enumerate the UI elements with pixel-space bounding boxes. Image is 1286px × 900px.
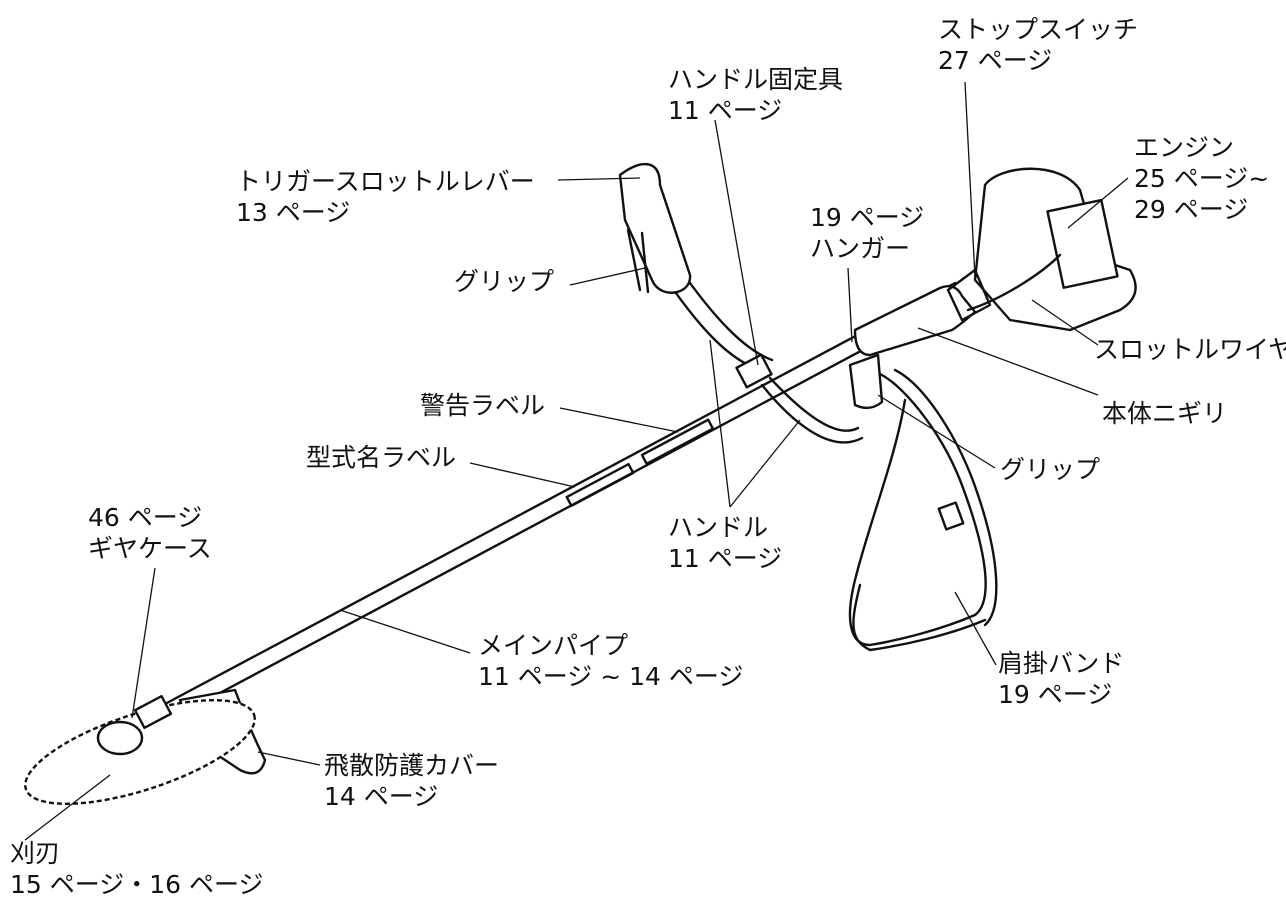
- stop-switch-page: 27 ページ: [938, 46, 1053, 75]
- trigger-lever-label: トリガースロットルレバー 13 ページ: [236, 166, 535, 228]
- handle-shape: [658, 260, 864, 444]
- blade-label: 刈刃 15 ページ・16 ページ: [10, 838, 264, 900]
- grip-left-name: グリップ: [454, 267, 555, 296]
- grip-right-label: グリップ: [1000, 454, 1100, 485]
- right-grip-shape: [848, 353, 884, 410]
- handle-fixture-label: ハンドル固定具 11 ページ: [668, 64, 843, 126]
- debris-guard-name: 飛散防護カバー: [324, 751, 500, 780]
- main-pipe-shape: [148, 281, 977, 728]
- handle-name: ハンドル: [668, 513, 769, 542]
- hanger-name: ハンガー: [810, 234, 911, 263]
- throttle-wire-label: スロットルワイヤ: [1094, 334, 1286, 365]
- trigger-lever-name: トリガースロットルレバー: [236, 167, 535, 196]
- shoulder-band-page: 19 ページ: [998, 680, 1113, 709]
- trigger-lever-shape: [618, 162, 692, 294]
- warning-label-name: 警告ラベル: [420, 391, 546, 420]
- shoulder-band-shape: [848, 368, 998, 652]
- warning-label-label: 警告ラベル: [420, 390, 545, 421]
- engine-name: エンジン: [1134, 133, 1235, 162]
- blade-name: 刈刃: [10, 839, 61, 868]
- handle-label: ハンドル 11 ページ: [668, 512, 782, 574]
- grip-left-label: グリップ: [454, 266, 554, 297]
- engine-shape: [946, 167, 1137, 332]
- leader-lines: [24, 81, 1129, 841]
- trigger-lever-page: 13 ページ: [236, 198, 351, 227]
- gear-case-page: 46 ページ: [88, 503, 203, 532]
- main-pipe-page: 11 ページ ~ 14 ページ: [478, 662, 744, 691]
- model-label-name: 型式名ラベル: [306, 443, 457, 472]
- throttle-wire-name: スロットルワイヤ: [1094, 335, 1286, 364]
- handle-page: 11 ページ: [668, 544, 783, 573]
- gear-case-name: ギヤケース: [88, 534, 212, 563]
- stop-switch-name: ストップスイッチ: [938, 15, 1139, 44]
- debris-guard-page: 14 ページ: [324, 782, 439, 811]
- model-label-label: 型式名ラベル: [306, 442, 456, 473]
- engine-page-to: 29 ページ: [1134, 195, 1249, 224]
- shoulder-band-name: 肩掛バンド: [998, 649, 1125, 678]
- gear-case-label: 46 ページ ギヤケース: [88, 502, 212, 564]
- blade-page: 15 ページ・16 ページ: [10, 870, 264, 899]
- main-grip-label: 本体ニギリ: [1102, 398, 1227, 429]
- hanger-label: 19 ページ ハンガー: [810, 202, 924, 264]
- main-pipe-label: メインパイプ 11 ページ ~ 14 ページ: [478, 630, 743, 692]
- blade-shape: [24, 694, 256, 805]
- debris-guard-label: 飛散防護カバー 14 ページ: [324, 750, 499, 812]
- handle-fixture-name: ハンドル固定具: [668, 65, 844, 94]
- shoulder-band-label: 肩掛バンド 19 ページ: [998, 648, 1124, 710]
- grip-right-name: グリップ: [1000, 455, 1101, 484]
- main-grip-name: 本体ニギリ: [1102, 399, 1228, 428]
- engine-page-from: 25 ページ~: [1134, 164, 1270, 193]
- engine-label: エンジン 25 ページ~ 29 ページ: [1134, 132, 1269, 225]
- handle-fixture-page: 11 ページ: [668, 96, 783, 125]
- stop-switch-label: ストップスイッチ 27 ページ: [938, 14, 1138, 76]
- hanger-page: 19 ページ: [810, 203, 925, 232]
- main-pipe-name: メインパイプ: [478, 631, 629, 660]
